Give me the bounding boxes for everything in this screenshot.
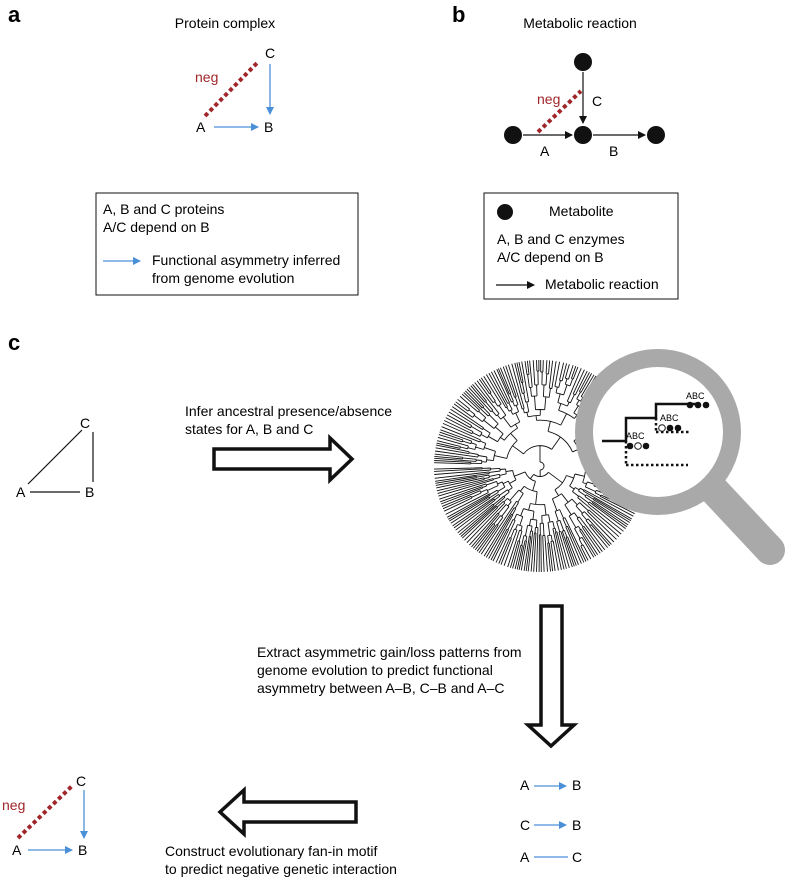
panel-a-title: Protein complex [175,15,275,31]
panel-b-title: Metabolic reaction [523,15,637,31]
legend-asymmetry-line2: from genome evolution [152,270,294,286]
panel-b: b Metabolic reaction neg C A B Metabolit… [452,2,679,300]
node-a: A [196,119,206,135]
legend-depend-line: A/C depend on B [103,219,210,235]
legend-depend-line-b: A/C depend on B [497,249,604,265]
pair1-left: A [520,777,530,793]
extract-text-line2: genome evolution to predict functional [257,662,493,678]
pair3-right: C [572,849,582,865]
neg-edge-b [536,89,583,134]
panel-b-legend-box [483,192,679,300]
infer-text-line2: states for A, B and C [185,421,313,437]
metabolite-top [574,53,592,71]
magnifier-rim [575,349,741,515]
label-c: C [592,93,602,109]
pair2-left: C [520,817,530,833]
pair1-right: B [572,777,581,793]
final-neg-edge [16,784,74,840]
neg-label-b: neg [537,91,560,107]
triangle-node-b: B [85,484,94,500]
right-block-arrow [212,433,355,485]
label-b: B [609,143,618,159]
magnifier-handle [697,473,785,565]
legend-metabolite-dot [497,204,513,220]
legend-enzymes-line: A, B and C enzymes [497,231,625,247]
legend-proteins-line: A, B and C proteins [103,201,224,217]
zoom-label-1: ABC [686,391,705,401]
zoomed-tree: ABC ABC ABC [602,391,710,467]
triangle-node-c: C [80,415,90,431]
metabolite-right [647,126,665,144]
metabolite-center [574,126,592,144]
infer-text-line1: Infer ancestral presence/absence [185,403,392,419]
final-neg-label: neg [2,797,25,813]
panel-c-letter: c [8,330,20,355]
neg-label: neg [195,69,218,85]
label-a: A [540,143,550,159]
final-node-c: C [76,773,86,789]
final-node-a: A [12,842,22,858]
panel-a-letter: a [8,2,21,27]
extract-text-line1: Extract asymmetric gain/loss patterns fr… [257,644,522,660]
metabolite-left [504,126,522,144]
zoom-label-3: ABC [626,431,645,441]
pair3-left: A [520,849,530,865]
panel-c: c C A B Infer ancestral presence/absence… [2,330,785,877]
left-block-arrow [217,786,358,838]
zoom-label-2: ABC [660,413,679,423]
construct-text-line2: to predict negative genetic interaction [165,861,397,877]
legend-reaction: Metabolic reaction [545,276,659,292]
extract-text-line3: asymmetry between A–B, C–B and A–C [257,680,504,696]
neg-edge-a-c [203,60,260,118]
legend-metabolite: Metabolite [549,203,614,219]
node-c: C [265,45,275,61]
triangle-edge-a-c [27,429,83,485]
down-block-arrow [523,604,579,749]
construct-text-line1: Construct evolutionary fan-in motif [165,843,378,859]
panel-a: a Protein complex neg C A B A, B and C p… [8,2,359,296]
triangle-node-a: A [16,484,26,500]
legend-asymmetry-line1: Functional asymmetry inferred [152,252,340,268]
magnifier: ABC ABC ABC [575,349,785,565]
panel-a-legend-box [95,192,359,296]
pair2-right: B [572,817,581,833]
panel-b-letter: b [452,2,465,27]
node-b: B [264,119,273,135]
final-node-b: B [78,842,87,858]
